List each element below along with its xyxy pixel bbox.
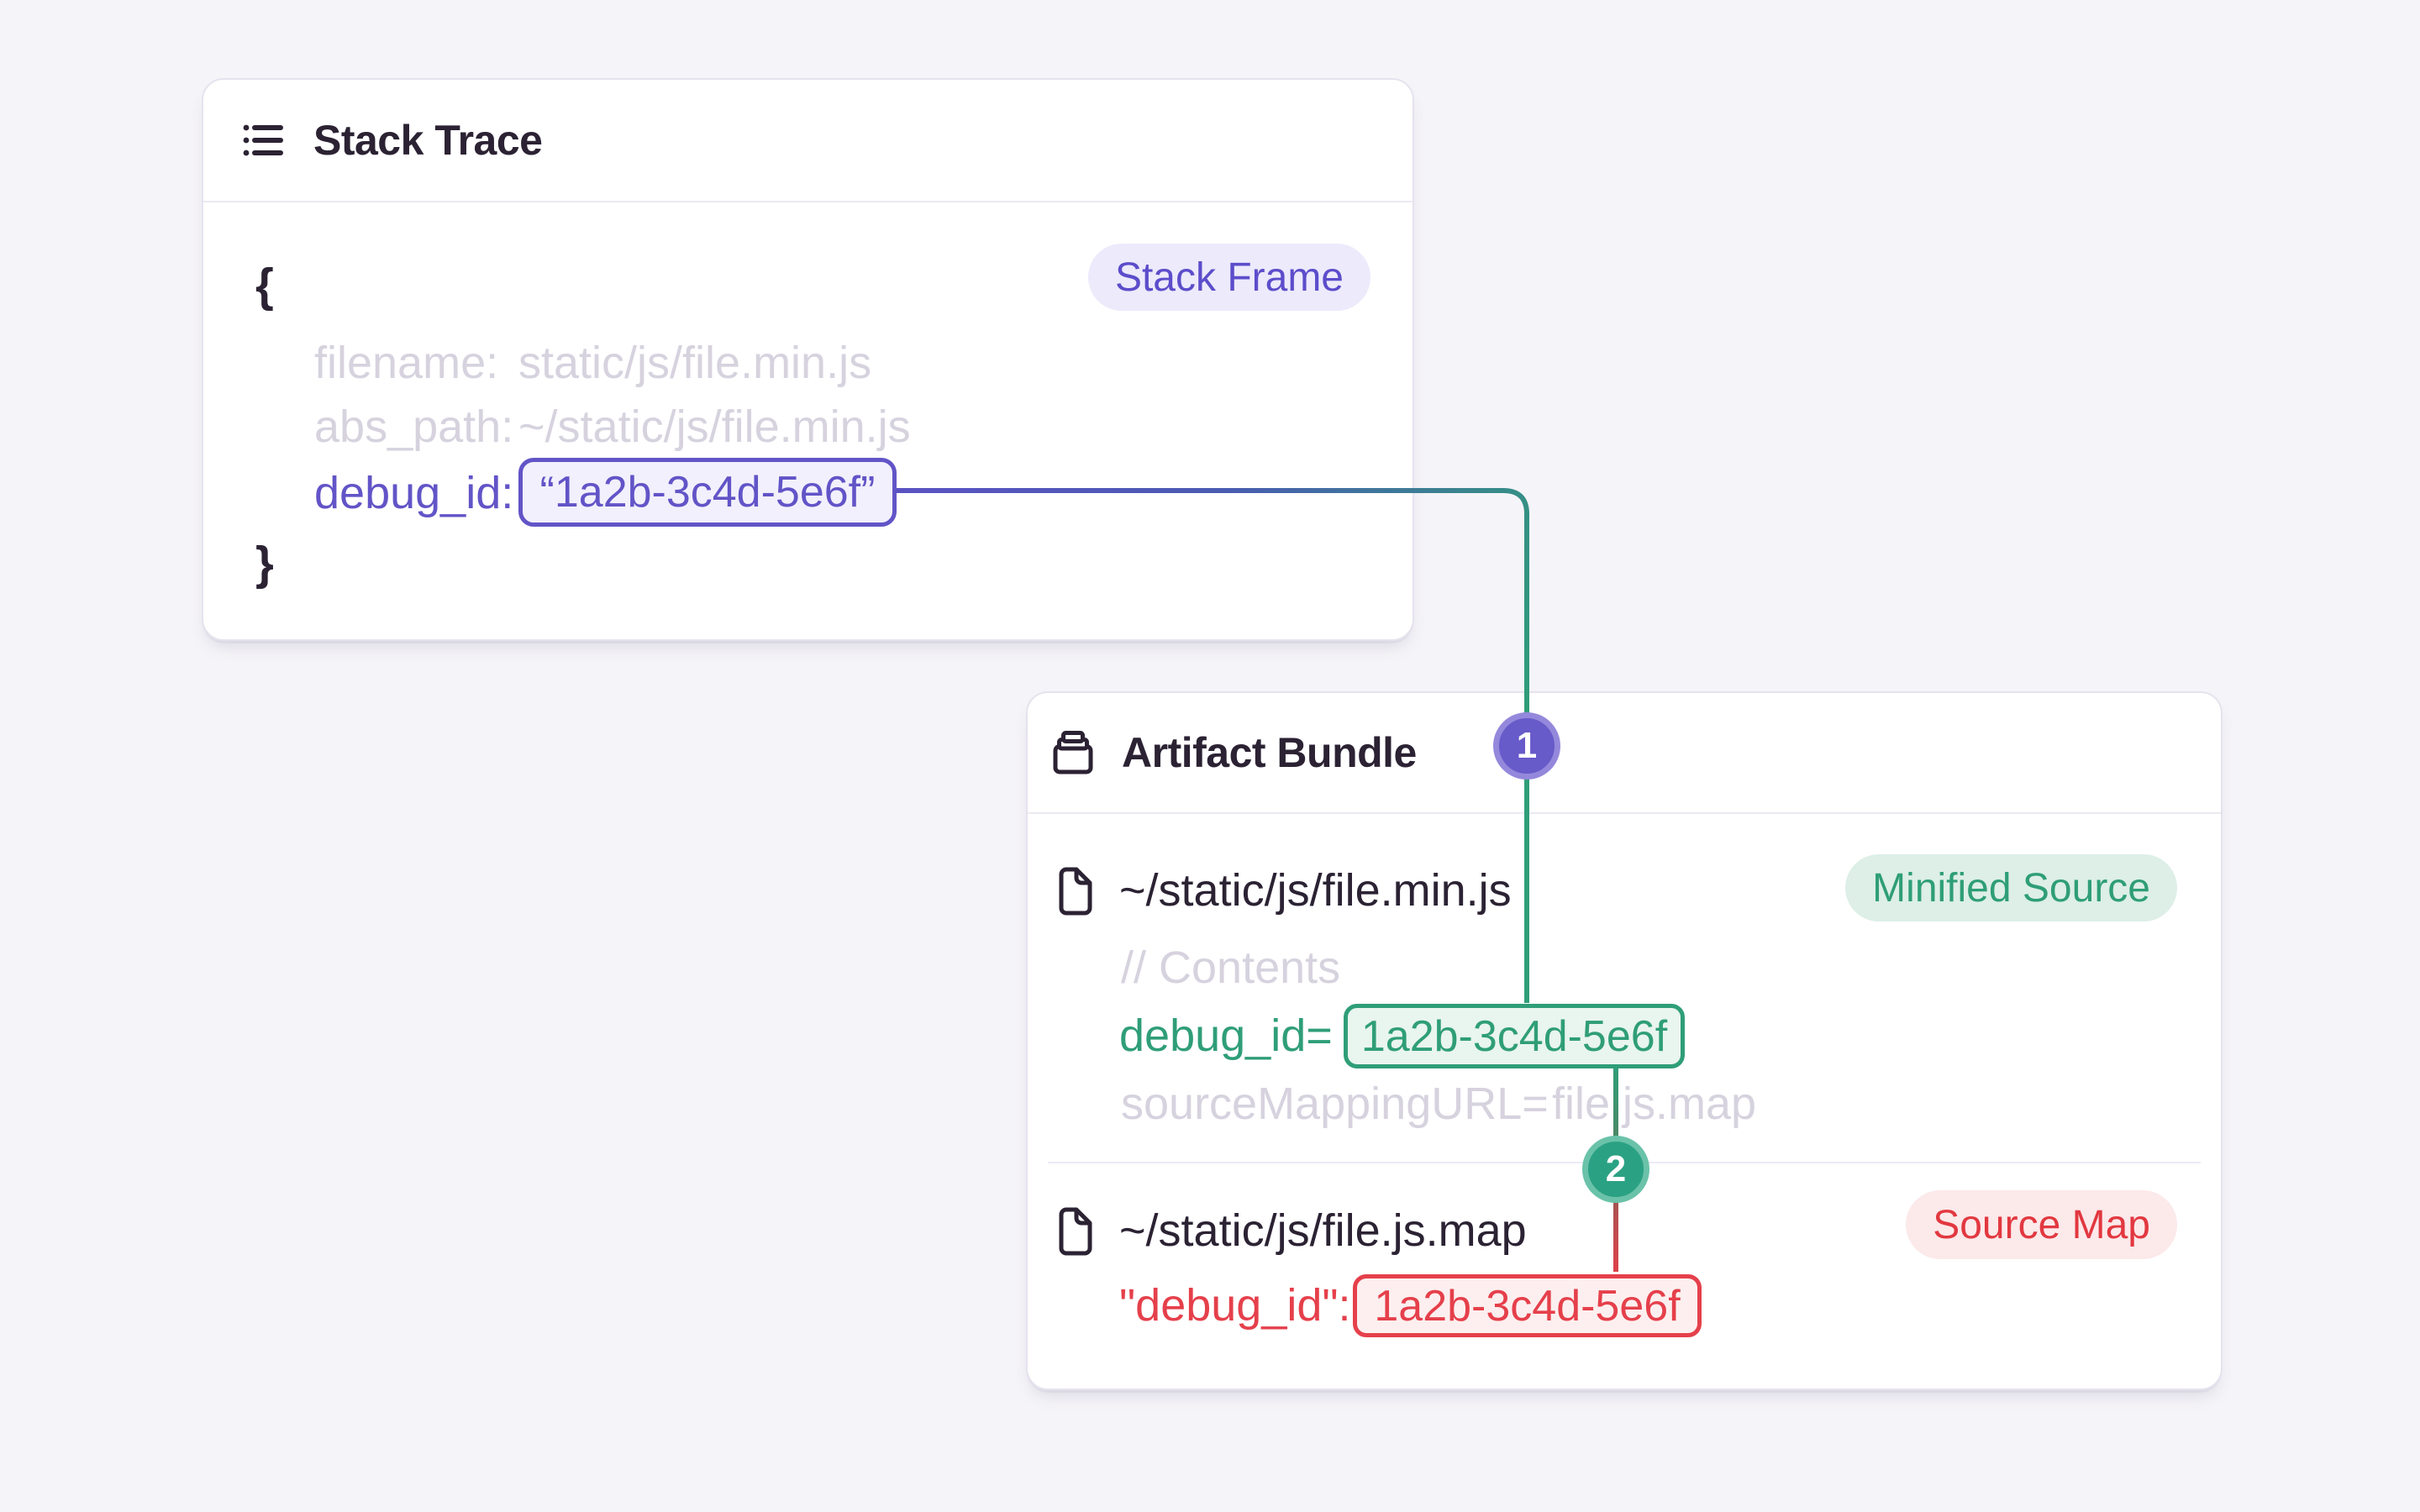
source-mapping-url-value: file.js.map (1552, 1079, 1757, 1129)
stack-frame-badge: Stack Frame (1087, 244, 1370, 311)
bundle-debug-id-value-box: 1a2b-3c4d-5e6f (1344, 1004, 1685, 1068)
archive-icon (1053, 731, 1093, 774)
bundle-debug-id-label: debug_id= (1119, 1011, 1333, 1061)
artifact-bundle-card: Artifact Bundle ~/static/js/file.min.js … (1026, 691, 2223, 1390)
contents-comment: // Contents (1121, 942, 1341, 993)
sourcemap-debug-id-label: "debug_id": (1119, 1280, 1351, 1331)
source-map-badge: Source Map (1906, 1190, 2177, 1259)
step-2-marker: 2 (1582, 1136, 1649, 1203)
file-icon (1055, 1207, 1092, 1260)
abs-path-value: ~/static/js/file.min.js (518, 402, 911, 452)
filename-line: filename: static/js/file.min.js (314, 337, 871, 389)
stack-debug-id-label: debug_id: (314, 468, 514, 518)
stack-debug-id-value-box: “1a2b-3c4d-5e6f” (518, 458, 897, 527)
file-icon (1055, 867, 1092, 920)
filename-value: static/js/file.min.js (518, 338, 872, 388)
list-icon (243, 122, 283, 159)
step-1-marker: 1 (1493, 712, 1560, 780)
sourcemap-debug-id-value-box: 1a2b-3c4d-5e6f (1353, 1274, 1702, 1337)
minified-source-filename: ~/static/js/file.min.js (1119, 865, 1512, 916)
abs-path-label: abs_path: (314, 402, 514, 452)
abs-path-line: abs_path:~/static/js/file.min.js (314, 401, 911, 453)
artifact-bundle-header: Artifact Bundle (1028, 693, 2221, 814)
json-close-brace: } (255, 536, 274, 590)
source-mapping-url-label: sourceMappingURL= (1121, 1079, 1549, 1129)
source-map-filename: ~/static/js/file.js.map (1119, 1205, 1527, 1256)
stack-trace-header: Stack Trace (203, 80, 1413, 202)
stack-trace-card: Stack Trace { Stack Frame filename: stati… (202, 78, 1414, 641)
source-mapping-url-line: sourceMappingURL=file.js.map (1121, 1078, 1756, 1130)
filename-label: filename: (314, 338, 499, 388)
stack-trace-title: Stack Trace (313, 117, 543, 164)
json-open-brace: { (255, 258, 274, 312)
minified-source-badge: Minified Source (1845, 854, 2177, 921)
artifact-bundle-title: Artifact Bundle (1122, 729, 1417, 776)
